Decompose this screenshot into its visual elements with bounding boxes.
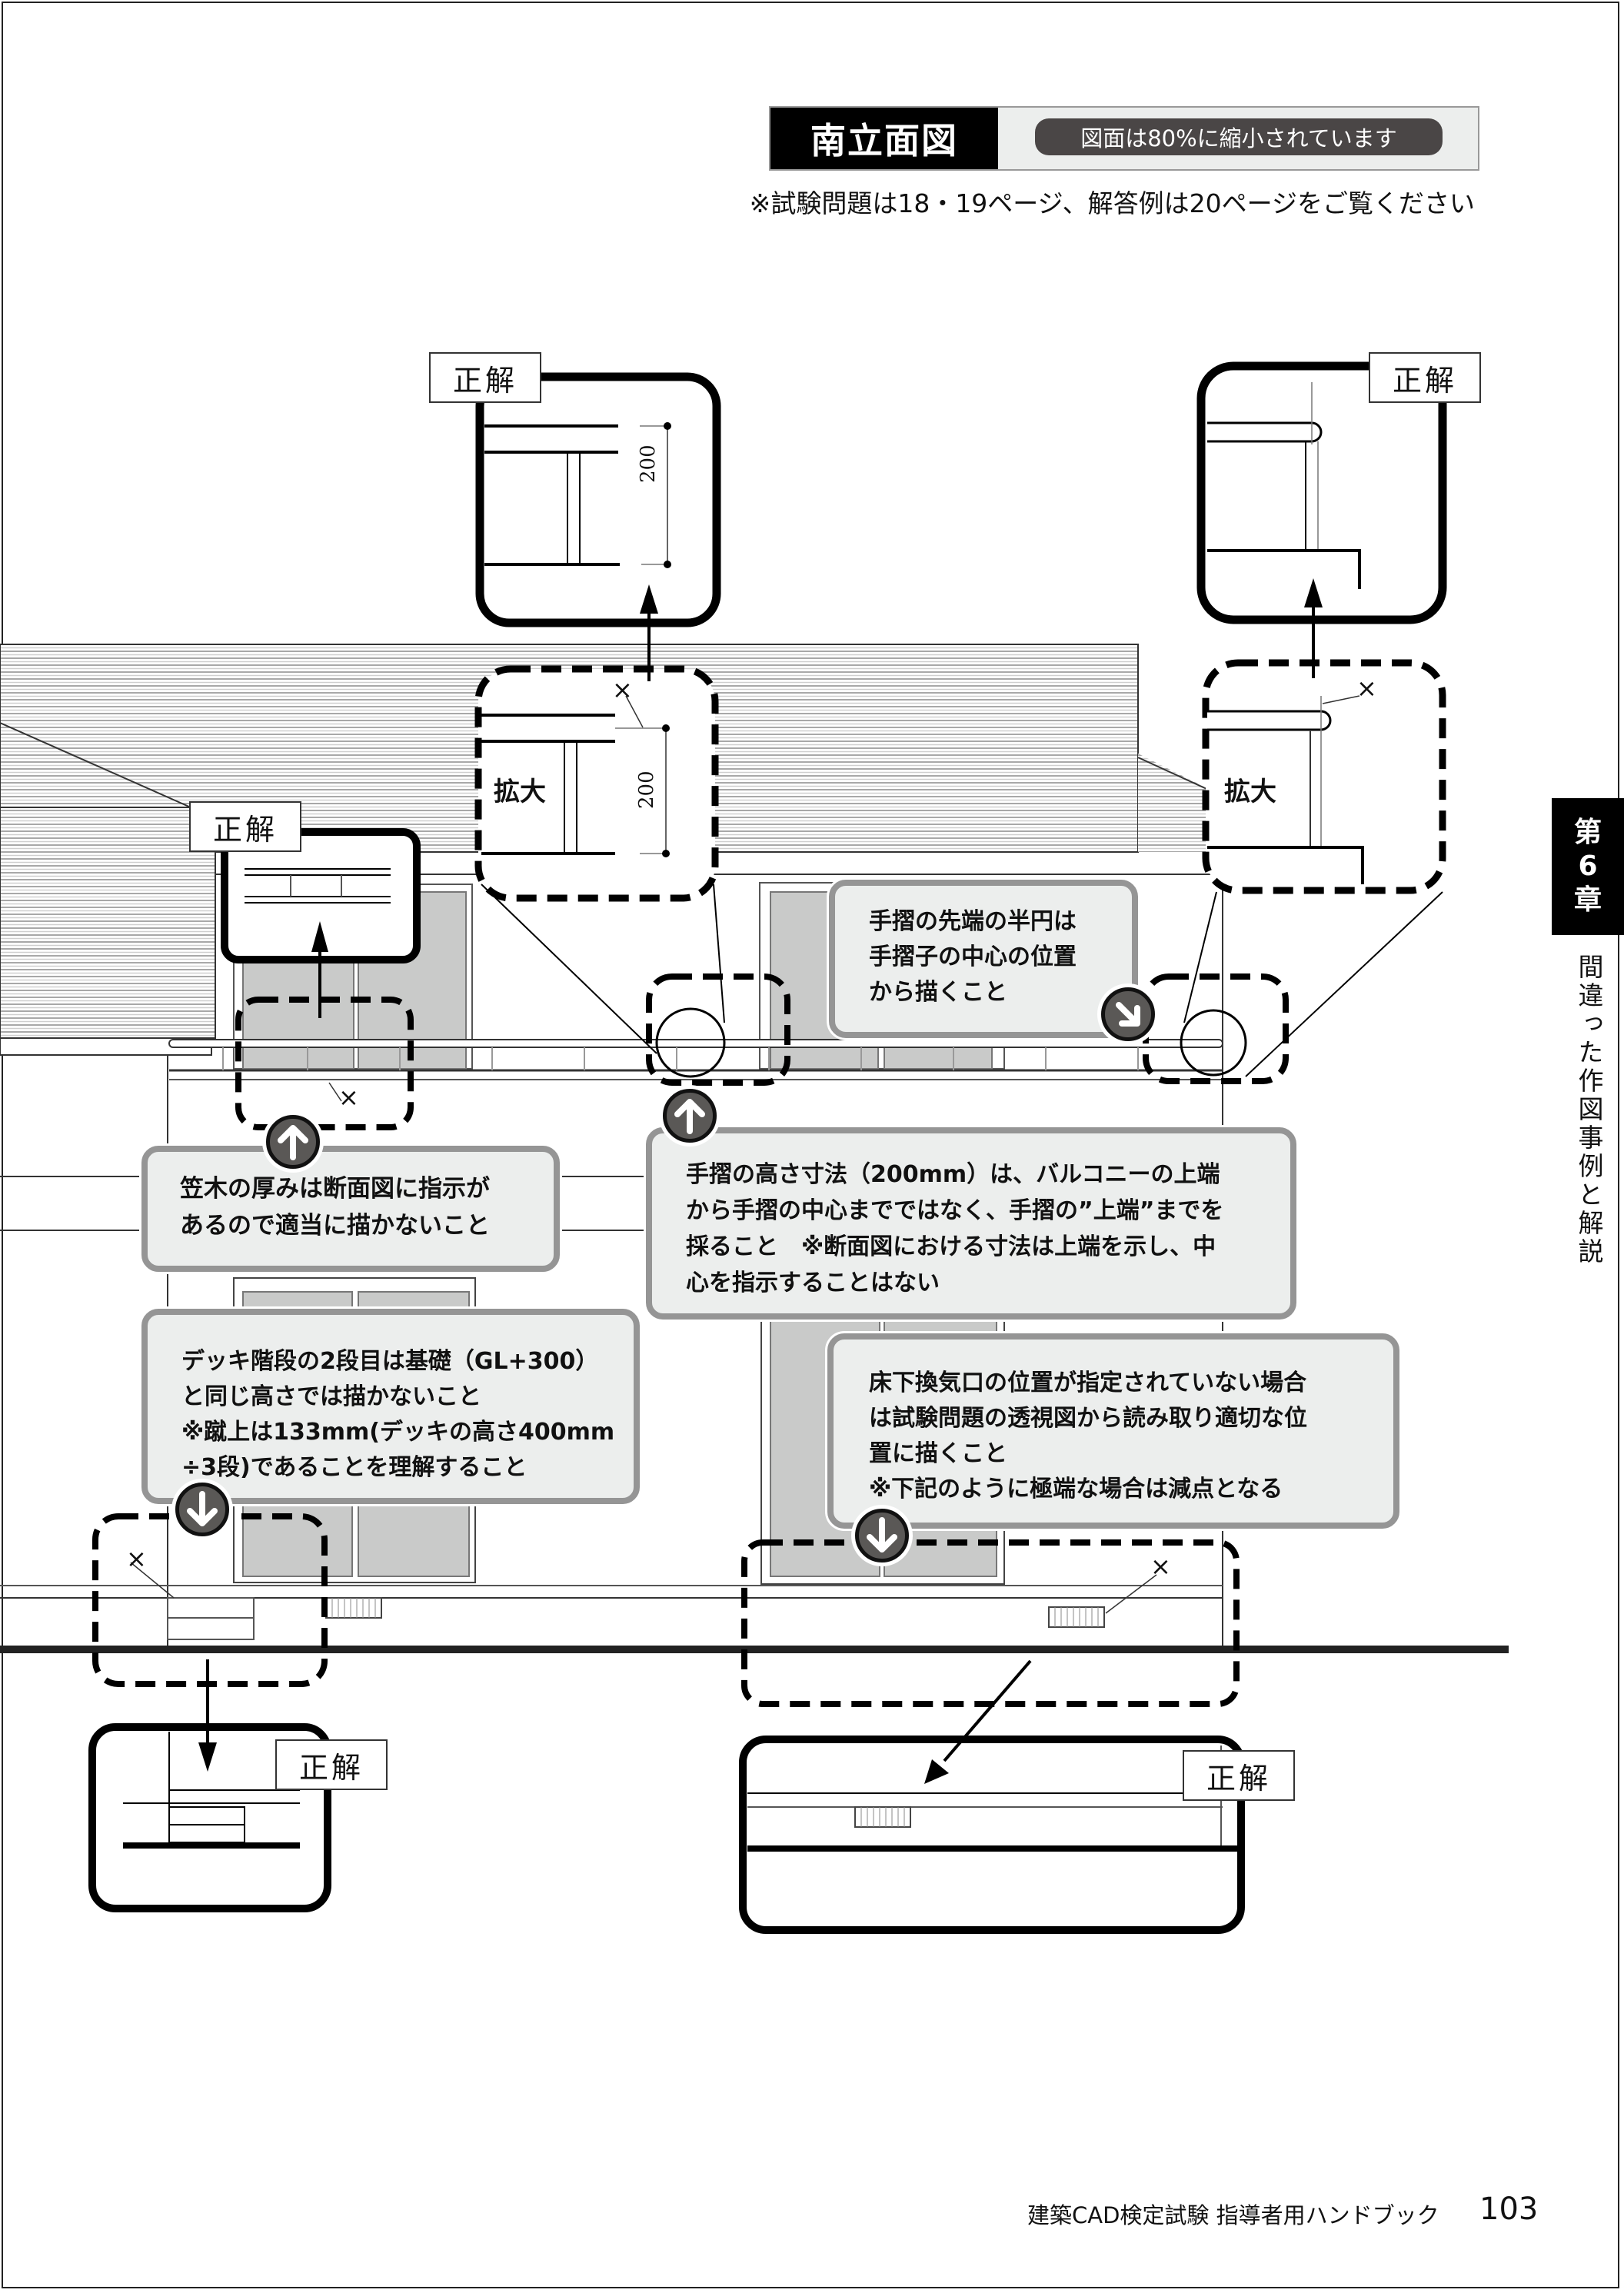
callout-line: 採ること ※断面図における寸法は上端を示し、中 <box>686 1233 1216 1260</box>
deck-stairs <box>167 1597 255 1640</box>
page-number: 103 <box>1479 2191 1539 2227</box>
callout-line: は試験問題の透視図から読み取り適切な位 <box>869 1405 1307 1432</box>
dimension-label: 200 <box>637 444 660 483</box>
page-title: 南立面図 <box>770 108 998 169</box>
wrong-mark: × <box>612 675 633 704</box>
callout-line: 置に描くこと <box>869 1440 1007 1467</box>
callout-vent: 床下換気口の位置が指定されていない場合 は試験問題の透視図から読み取り適切な位 … <box>827 1333 1399 1529</box>
wrong-mark: × <box>1356 674 1377 703</box>
wrong-mark: × <box>126 1544 147 1573</box>
wrong-mark: × <box>1150 1552 1171 1581</box>
wrong-mark: × <box>338 1083 359 1112</box>
arrow-down-right-icon <box>1101 987 1155 1041</box>
callout-line: と同じ高さでは描かないこと <box>181 1383 481 1410</box>
detail-vent <box>739 1539 1245 1934</box>
callout-line: 床下換気口の位置が指定されていない場合 <box>869 1369 1307 1396</box>
reference-note: ※試験問題は18・19ページ、解答例は20ページをご覧ください <box>749 188 1475 218</box>
ground-line <box>0 1646 1509 1653</box>
callout-deck-stairs: デッキ階段の2段目は基礎（GL+300） と同じ高さでは描かないこと ※蹴上は1… <box>141 1309 640 1504</box>
detail-handrail-height <box>474 372 790 1086</box>
callout-line: ※下記のように極端な場合は減点となる <box>869 1476 1283 1503</box>
arrow-down-icon <box>175 1483 229 1536</box>
chapter-char: 第 <box>1573 817 1602 848</box>
correct-label: 正解 <box>275 1739 388 1790</box>
detail-kasagi <box>221 828 421 1130</box>
chapter-tab: 第 6 章 <box>1552 798 1624 935</box>
callout-line: 手摺の先端の半円は <box>869 908 1077 935</box>
book-title: 建築CAD検定試験 指導者用ハンドブック <box>1027 2202 1439 2228</box>
arrow-down-icon <box>855 1509 909 1563</box>
callout-line: から描くこと <box>869 979 1007 1006</box>
callout-kasagi: 笠木の厚みは断面図に指示が あるので適当に描かないこと <box>141 1146 560 1272</box>
correct-label: 正解 <box>1369 352 1481 403</box>
callout-line: ※蹴上は133mm(デッキの高さ400mm <box>181 1419 615 1446</box>
chapter-char: 6 <box>1578 850 1598 882</box>
correct-label: 正解 <box>189 801 301 852</box>
callout-line: 手摺子の中心の位置 <box>869 943 1077 970</box>
chapter-section-title: 間違った作図事例と解説 <box>1574 953 1604 1266</box>
arrow-up-icon <box>663 1089 717 1143</box>
callout-line: あるので適当に描かないこと <box>180 1212 490 1240</box>
enlarge-label: 拡大 <box>494 777 546 807</box>
vent-right <box>1048 1606 1105 1628</box>
detail-handrail-end <box>1143 361 1447 1084</box>
callout-line: デッキ階段の2段目は基礎（GL+300） <box>181 1348 599 1375</box>
callout-handrail-height: 手摺の高さ寸法（200mm）は、バルコニーの上端 から手摺の中心までではなく、手… <box>646 1127 1296 1320</box>
correct-label: 正解 <box>429 352 541 403</box>
callout-line: ÷3段)であることを理解すること <box>181 1454 527 1481</box>
callout-line: 手摺の高さ寸法（200mm）は、バルコニーの上端 <box>686 1161 1220 1188</box>
callout-line: 笠木の厚みは断面図に指示が <box>180 1175 490 1203</box>
detail-deck-stairs <box>88 1513 331 1912</box>
callout-handrail-end: 手摺の先端の半円は 手摺子の中心の位置 から描くこと <box>829 880 1138 1038</box>
dimension-label: 200 <box>635 770 658 809</box>
scale-note-badge: 図面は80%に縮小されています <box>1035 118 1443 155</box>
vent-left <box>325 1597 382 1619</box>
enlarge-label: 拡大 <box>1224 777 1276 807</box>
correct-label: 正解 <box>1183 1750 1295 1801</box>
callout-line: から手摺の中心までではなく、手摺の”上端”までを <box>686 1197 1224 1224</box>
arrow-up-icon <box>266 1115 320 1169</box>
callout-line: 心を指示することはない <box>686 1270 940 1296</box>
page-header: 南立面図 図面は80%に縮小されています <box>769 106 1479 171</box>
chapter-char: 章 <box>1573 884 1602 916</box>
